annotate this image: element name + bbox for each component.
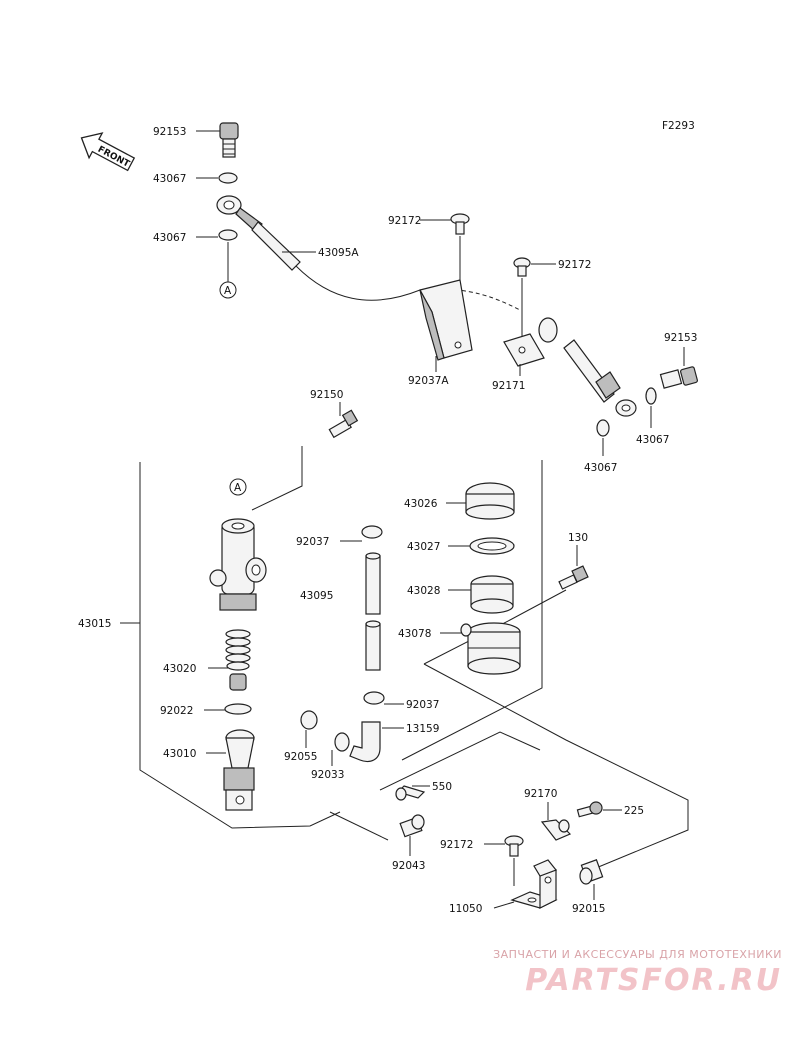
watermark-tagline: ЗАПЧАСТИ И АКСЕССУАРЫ ДЛЯ МОТОТЕХНИКИ bbox=[493, 948, 782, 961]
screw-92172-b bbox=[513, 257, 531, 277]
part-label-43028: 43028 bbox=[407, 585, 440, 597]
part-label-13159: 13159 bbox=[406, 723, 439, 735]
cotter-pin-550 bbox=[395, 785, 426, 801]
diagram-code: F2293 bbox=[662, 120, 695, 132]
part-label-92037A: 92037A bbox=[408, 375, 449, 387]
screw-225 bbox=[576, 801, 603, 818]
reservoir-cap-43026 bbox=[465, 482, 515, 520]
bolt-92150 bbox=[328, 409, 359, 439]
part-label-43095: 43095 bbox=[300, 590, 333, 602]
clamp-92171 bbox=[503, 317, 558, 367]
screw-92172-a bbox=[450, 213, 470, 235]
part-label-43095A: 43095A bbox=[318, 247, 359, 259]
part-label-43026: 43026 bbox=[404, 498, 438, 510]
part-label-130: 130 bbox=[568, 532, 588, 544]
part-label-92172-b: 92172 bbox=[558, 259, 591, 271]
part-label-550: 550 bbox=[432, 781, 452, 793]
reservoir-43078 bbox=[460, 622, 521, 675]
part-label-92043: 92043 bbox=[392, 860, 425, 872]
circlip-92033 bbox=[334, 732, 350, 752]
part-label-43010: 43010 bbox=[163, 748, 196, 760]
bracket-11050 bbox=[510, 859, 558, 909]
collar-92015 bbox=[579, 859, 604, 885]
watermark: ЗАПЧАСТИ И АКСЕССУАРЫ ДЛЯ МОТОТЕХНИКИ PA… bbox=[493, 948, 782, 998]
part-label-92172-a: 92172 bbox=[388, 215, 421, 227]
clip-92037-bottom bbox=[363, 691, 385, 705]
part-label-43020: 43020 bbox=[163, 663, 196, 675]
part-label-43067-c: 43067 bbox=[636, 434, 669, 446]
banjo-bolt-right bbox=[659, 366, 698, 389]
part-label-92172-c: 92172 bbox=[440, 839, 473, 851]
part-label-92015: 92015 bbox=[572, 903, 605, 915]
front-arrow-icon: FRONT bbox=[80, 132, 136, 172]
part-label-92150: 92150 bbox=[310, 389, 343, 401]
part-label-225: 225 bbox=[624, 805, 644, 817]
washer-43067-a bbox=[218, 172, 238, 184]
screw-92172-c bbox=[504, 835, 524, 857]
piston-43010 bbox=[223, 729, 255, 811]
ref-marker-a-top-label: A bbox=[224, 285, 232, 297]
brake-hose-43095A bbox=[216, 195, 521, 311]
part-label-43067-d: 43067 bbox=[584, 462, 617, 474]
part-label-92022: 92022 bbox=[160, 705, 193, 717]
part-label-92153-right: 92153 bbox=[664, 332, 697, 344]
ref-marker-a-mid-label: A bbox=[234, 482, 242, 494]
spring-43020 bbox=[225, 629, 251, 691]
clip-92037-top bbox=[361, 525, 383, 539]
part-label-92170: 92170 bbox=[524, 788, 557, 800]
pin-92043 bbox=[399, 814, 425, 838]
ref-marker-a-mid bbox=[229, 478, 247, 496]
circlip-92022 bbox=[224, 703, 252, 715]
part-label-92033: 92033 bbox=[311, 769, 344, 781]
washer-43067-d bbox=[596, 419, 610, 437]
part-label-43078: 43078 bbox=[398, 628, 431, 640]
washer-43067-c bbox=[645, 387, 657, 405]
part-label-92153-top: 92153 bbox=[153, 126, 186, 138]
part-label-92171: 92171 bbox=[492, 380, 525, 392]
guard-92037A bbox=[419, 279, 473, 361]
part-label-92055: 92055 bbox=[284, 751, 317, 763]
o-ring-92055 bbox=[300, 710, 318, 730]
ref-marker-a-top bbox=[219, 281, 237, 299]
washer-43067-b bbox=[218, 229, 238, 241]
watermark-brand: PARTSFOR.RU bbox=[525, 963, 782, 998]
elbow-13159 bbox=[349, 721, 381, 763]
part-label-92037-bottom: 92037 bbox=[406, 699, 439, 711]
part-label-43067-a: 43067 bbox=[153, 173, 186, 185]
screw-130 bbox=[558, 565, 589, 590]
banjo-bolt-top bbox=[219, 122, 239, 158]
master-cylinder-body bbox=[209, 518, 267, 611]
part-label-11050: 11050 bbox=[449, 903, 482, 915]
part-label-43067-b: 43067 bbox=[153, 232, 186, 244]
plate-43027 bbox=[469, 537, 515, 555]
part-label-92037-top: 92037 bbox=[296, 536, 329, 548]
diaphragm-43028 bbox=[470, 575, 514, 614]
hose-43095 bbox=[365, 552, 381, 671]
clamp-92170 bbox=[540, 819, 572, 841]
hose-fitting-right bbox=[563, 339, 637, 417]
part-label-43027: 43027 bbox=[407, 541, 440, 553]
part-label-43015: 43015 bbox=[78, 618, 111, 630]
